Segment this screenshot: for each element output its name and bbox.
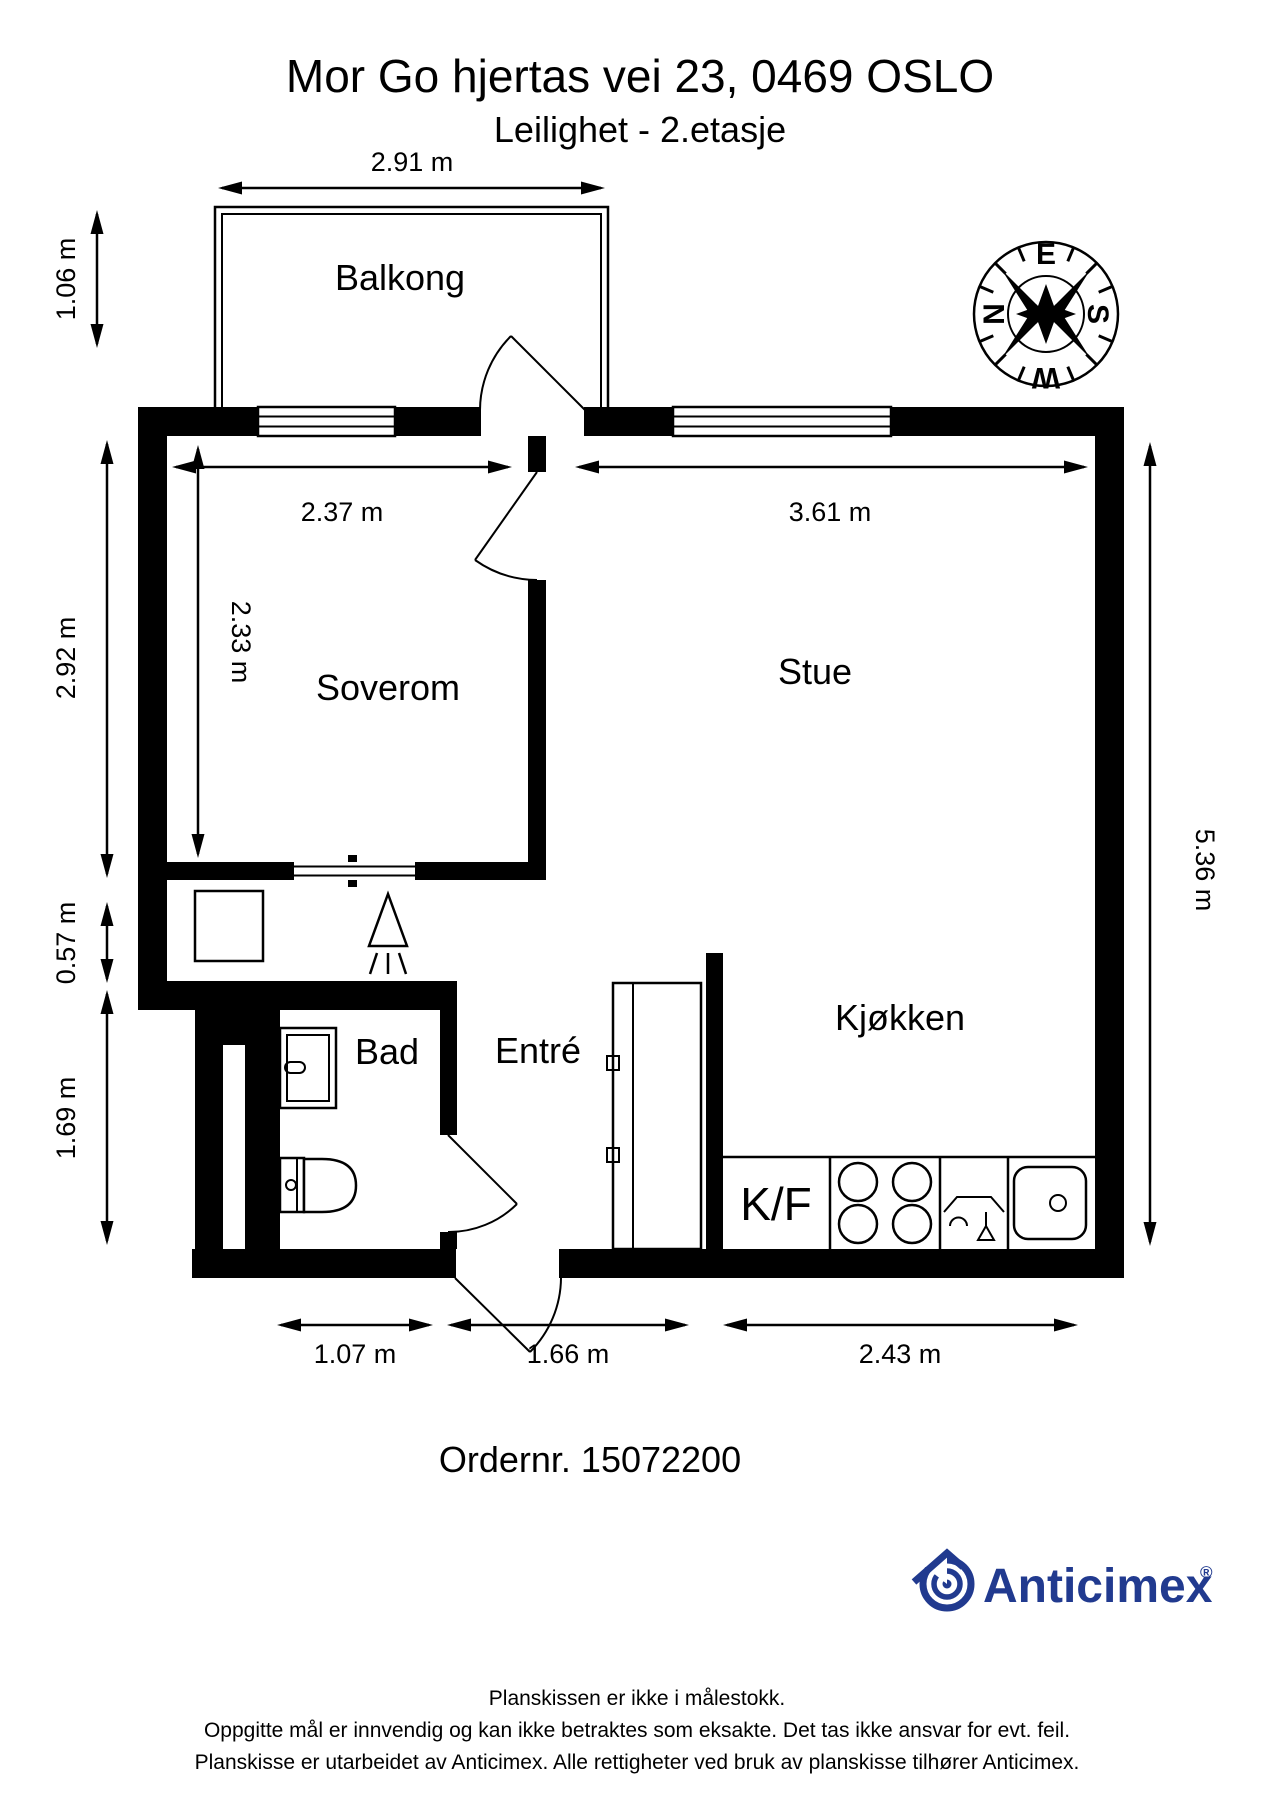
footer-line-3: Planskisse er utarbeidet av Anticimex. A… [195,1751,1080,1774]
entry-closet-icon [606,981,703,1251]
shower-icon [367,890,409,975]
kitchen-counter [723,1155,1095,1249]
room-label-entry: Entré [495,1030,581,1071]
svg-text:1.06 m: 1.06 m [51,238,81,321]
dimension-living-width: 3.61 m [575,460,1088,527]
compass-rose-icon: E S W N [972,238,1120,394]
dimension-bedroom-width: 2.37 m [172,460,512,527]
footer-line-2: Oppgitte mål er innvendig og kan ikke be… [204,1719,1070,1742]
room-label-balcony: Balkong [335,257,465,298]
exterior-walls [138,407,1124,1278]
registered-mark: ® [1200,1563,1213,1582]
svg-text:3.61 m: 3.61 m [789,497,872,527]
dimension-bedroom-depth: 2.33 m [191,445,256,858]
compass-east: E [1036,238,1056,271]
bathroom-door [447,1134,518,1234]
svg-text:0.57 m: 0.57 m [51,902,81,985]
svg-text:2.43 m: 2.43 m [859,1339,942,1369]
stove-icon [837,1161,933,1245]
page-title: Mor Go hjertas vei 23, 0469 OSLO [286,50,994,102]
toilet-icon [278,1156,358,1214]
svg-text:2.91 m: 2.91 m [371,147,454,177]
bedroom-window [256,405,397,438]
room-label-kitchen: Kjøkken [835,997,965,1038]
bedroom-door [474,471,538,581]
dimension-left-lower: 1.69 m [51,990,114,1245]
appliance-label-fridge-freezer: K/F [740,1178,812,1230]
footer-line-1: Planskissen er ikke i målestokk. [489,1687,785,1710]
order-number: Ordernr. 15072200 [439,1439,741,1480]
dimension-right-height: 5.36 m [1143,442,1220,1246]
kitchen-sink-icon [1012,1165,1088,1241]
dimension-left-upper: 2.92 m [51,440,114,878]
svg-text:2.37 m: 2.37 m [301,497,384,527]
anticimex-logo-icon [911,1545,975,1612]
dimension-bottom-kitchen: 2.43 m [723,1318,1078,1369]
compass-north: N [978,303,1011,325]
dimension-left-middle: 0.57 m [51,902,114,985]
living-room-window [671,405,893,438]
anticimex-logo-text: Anticimex [983,1560,1213,1613]
dimension-balcony-depth: 1.06 m [51,210,104,348]
entrance-door [454,1249,562,1353]
dimension-bottom-bath: 1.07 m [277,1318,433,1369]
page-subtitle: Leilighet - 2.etasje [494,109,786,150]
bathroom-sink-icon [278,1026,338,1110]
room-label-bedroom: Soverom [316,667,460,708]
svg-text:2.92 m: 2.92 m [51,617,81,700]
interior-walls [167,436,723,1249]
compass-south: S [1081,304,1114,324]
compass-west: W [1031,361,1060,394]
svg-text:1.66 m: 1.66 m [527,1339,610,1369]
svg-text:1.69 m: 1.69 m [51,1077,81,1160]
balcony-door [479,335,586,437]
balcony-walls [213,205,610,407]
room-label-bathroom: Bad [355,1031,419,1072]
cabinet-icon [193,889,265,963]
svg-text:2.33 m: 2.33 m [226,601,256,684]
dimension-balcony-width: 2.91 m [218,147,605,195]
dimension-bottom-entry: 1.66 m [447,1318,689,1369]
faucet-icon [943,1196,1005,1241]
room-label-living-room: Stue [778,651,852,692]
svg-text:5.36 m: 5.36 m [1190,829,1220,912]
svg-text:1.07 m: 1.07 m [314,1339,397,1369]
